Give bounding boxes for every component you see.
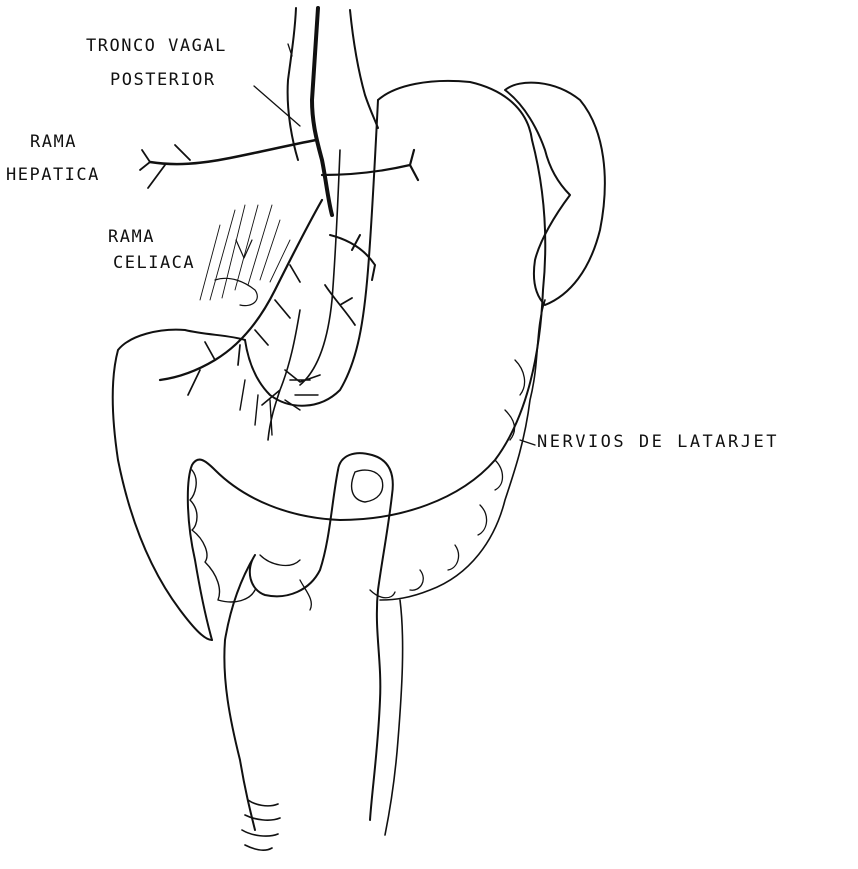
label-rama-hepatica-line2: HEPATICA — [6, 167, 100, 184]
omentum — [190, 300, 545, 610]
label-nervios-de-latarjet: NERVIOS DE LATARJET — [537, 434, 779, 451]
label-rama-celiaca-line2: CELIACA — [113, 255, 195, 272]
liver-hatching — [200, 205, 290, 306]
label-rama-celiaca-line1: RAMA — [108, 229, 155, 246]
spleen — [505, 83, 605, 305]
vagal-trunk — [312, 8, 332, 215]
hand-and-finger — [224, 453, 402, 850]
label-posterior: POSTERIOR — [110, 72, 216, 89]
label-tronco-vagal: TRONCO VAGAL — [86, 38, 227, 55]
leader-lines — [254, 44, 535, 445]
esophagus — [288, 8, 378, 160]
latarjet-nerves — [160, 200, 322, 440]
hepatic-branch — [140, 140, 316, 188]
label-rama-hepatica-line1: RAMA — [30, 134, 77, 151]
